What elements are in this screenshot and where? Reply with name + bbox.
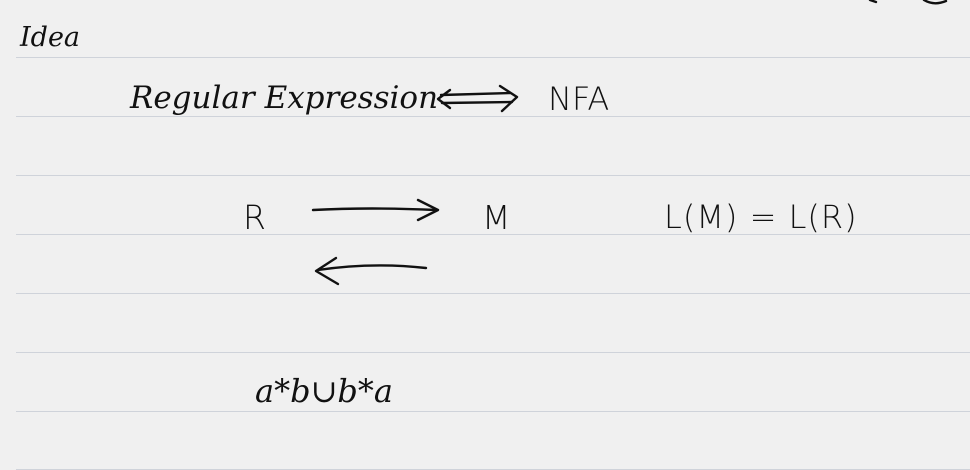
r-label: R [243, 198, 266, 237]
ruled-line [16, 411, 970, 412]
double-arrow-icon [436, 84, 519, 113]
ruled-line [16, 234, 970, 235]
regular-expression-label: Regular Expression [130, 80, 439, 116]
ruled-line [16, 175, 970, 176]
right-arrow-icon [311, 198, 440, 222]
left-arrow-icon [314, 256, 428, 286]
edge-scribble-icon [868, 0, 948, 5]
m-label: M [482, 198, 511, 237]
ruled-line [16, 293, 970, 294]
ruled-line [16, 352, 970, 353]
example-regex: a*b∪b*a [255, 372, 393, 410]
nfa-label: NFA [548, 80, 610, 118]
heading-idea: Idea [20, 22, 81, 53]
ruled-line [16, 57, 970, 58]
language-equation: L(M) = L(R) [664, 198, 858, 236]
ruled-line [16, 116, 970, 117]
